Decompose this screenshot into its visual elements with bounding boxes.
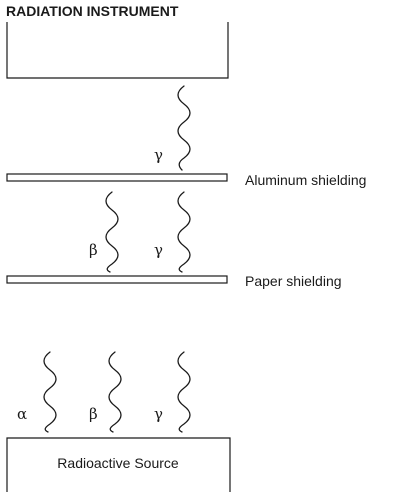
gamma-ray-bottom: γ xyxy=(154,351,191,433)
gamma-label-middle: γ xyxy=(154,241,163,259)
instrument-title: RADIATION INSTRUMENT xyxy=(6,3,179,19)
alpha-label-bottom: α xyxy=(17,405,27,423)
beta-ray-bottom: β xyxy=(89,351,122,433)
gamma-label-bottom: γ xyxy=(154,405,163,423)
gamma-wave-bottom-path xyxy=(177,351,191,433)
aluminum-shield-label: Aluminum shielding xyxy=(245,172,366,188)
aluminum-shield xyxy=(6,173,228,182)
alpha-wave-bottom-path xyxy=(43,351,57,433)
beta-label-bottom: β xyxy=(89,405,98,423)
paper-shield xyxy=(6,275,228,284)
gamma-ray-top: γ xyxy=(154,85,191,171)
beta-label-middle: β xyxy=(89,241,98,259)
gamma-wave-top-path xyxy=(177,85,191,171)
gamma-ray-middle: γ xyxy=(154,191,191,273)
gamma-wave-middle-path xyxy=(177,191,191,273)
radioactive-source-label: Radioactive Source xyxy=(57,455,179,471)
gamma-label-top: γ xyxy=(154,146,163,164)
beta-wave-bottom-path xyxy=(108,351,122,433)
beta-wave-middle-path xyxy=(105,191,119,273)
radiation-instrument-box xyxy=(6,22,229,79)
paper-shield-label: Paper shielding xyxy=(245,273,342,289)
alpha-ray-bottom: α xyxy=(17,351,57,433)
beta-ray-middle: β xyxy=(89,191,119,273)
radioactive-source-box xyxy=(6,437,231,492)
